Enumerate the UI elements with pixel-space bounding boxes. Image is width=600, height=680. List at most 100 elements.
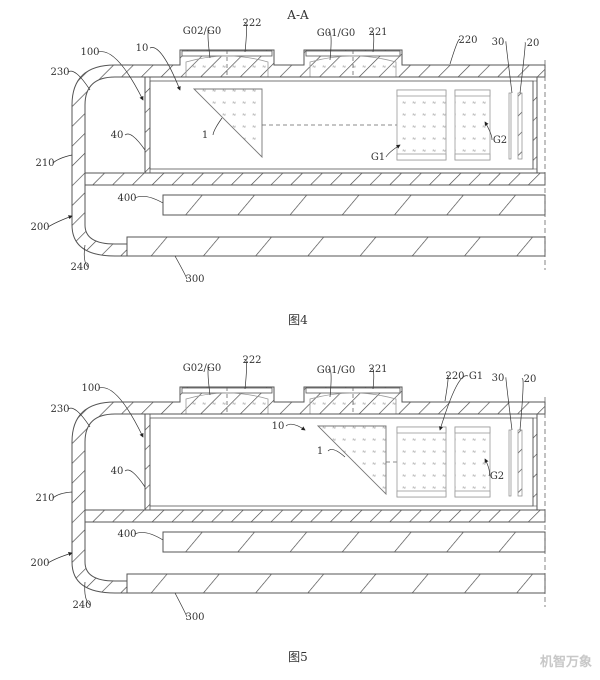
label-221: 221 [368,27,387,38]
label-100: 100 [80,47,99,58]
prism-1 [316,425,387,496]
image-sensor-20 [517,429,523,497]
lens-group-g1-barrel-bottom [396,153,447,161]
leader-line [174,592,188,618]
label-g02-g0: G02/G0 [183,363,221,374]
watermark: 机智万象 [539,655,592,670]
leader-line [369,367,375,390]
component-300 [126,236,546,257]
label-200: 200 [30,558,49,569]
leader-line [369,30,375,53]
label-100: 100 [81,383,100,394]
label-220: 220 [458,35,477,46]
label-30: 30 [492,373,505,384]
leader-line [84,581,91,606]
label-200: 200 [30,222,49,233]
leader-line [134,532,164,541]
label-g2: G2 [490,471,504,482]
lens-group-g1-barrel-top [396,89,447,97]
leader-line [98,387,144,438]
label-1: 1 [202,130,208,141]
label-10: 10 [136,43,149,54]
filter-30 [508,92,512,160]
label-10: 10 [272,421,285,432]
module-end-wall [532,80,538,170]
leader-line [67,407,91,428]
label-20: 20 [527,38,540,49]
label-400: 400 [117,193,136,204]
label-g1: G1 [469,371,483,382]
label-240: 240 [72,600,91,611]
leader-line [52,491,73,499]
leader-line [149,47,181,91]
leader-line [134,196,164,204]
leader-line [505,377,513,431]
leader-line [439,375,469,431]
label-300: 300 [185,274,204,285]
bracket-40 [144,76,151,174]
leader-line [124,469,146,488]
filter-30 [508,429,512,497]
leader-line [207,29,211,59]
leader-line [444,374,449,402]
label-220: 220 [445,371,464,382]
component-400 [162,531,546,553]
label-1: 1 [317,446,323,457]
leader-line [484,121,493,141]
image-sensor-20 [517,92,523,160]
leader-line [327,31,332,61]
component-400 [162,194,546,216]
label-40: 40 [111,130,124,141]
label-400: 400 [117,529,136,540]
lens-group-g2-barrel-bottom [454,153,491,161]
label-210: 210 [35,158,54,169]
prism-1 [192,88,263,159]
label-222: 222 [242,18,261,29]
label-g01-g0: G01/G0 [317,365,355,376]
middle-frame [84,172,546,186]
leader-line [484,458,490,477]
leader-line [327,449,346,458]
leader-line [505,41,513,94]
label-g2: G2 [493,135,507,146]
figure-caption-4: 图4 [288,313,308,327]
leader-line [519,42,526,94]
leader-line [124,133,146,151]
leader-line [243,22,247,53]
label-g02-g0: G02/G0 [183,26,221,37]
label-40: 40 [111,466,124,477]
module-end-wall [532,417,538,507]
leader-line [47,215,73,228]
leader-line [449,38,461,65]
figure-caption-5: 图5 [288,650,308,664]
leader-line [52,154,73,164]
lens-group-g2 [454,89,491,161]
label-210: 210 [35,493,54,504]
label-g01-g0: G01/G0 [317,28,355,39]
lens-group-g2 [454,426,491,498]
label-g1: G1 [371,152,385,163]
lens-group-g1 [396,89,447,161]
lens-group-g2-barrel-top [454,89,491,97]
lens-group-g1-barrel-bottom [396,490,447,498]
middle-frame [84,509,546,523]
leader-line [207,366,211,396]
component-300 [126,573,546,594]
leader-line [67,70,91,91]
leader-line [83,244,89,268]
leader-line [174,255,188,280]
leader-line [47,552,73,564]
leader-line [519,378,524,431]
leader-line [385,144,401,158]
label-221: 221 [368,364,387,375]
label-20: 20 [524,374,537,385]
leader-line [243,359,247,390]
lens-group-g1-barrel-top [396,426,447,434]
leader-line [97,51,144,101]
lens-group-g1 [396,426,447,498]
label-230: 230 [50,404,69,415]
section-title: A-A [286,8,309,22]
